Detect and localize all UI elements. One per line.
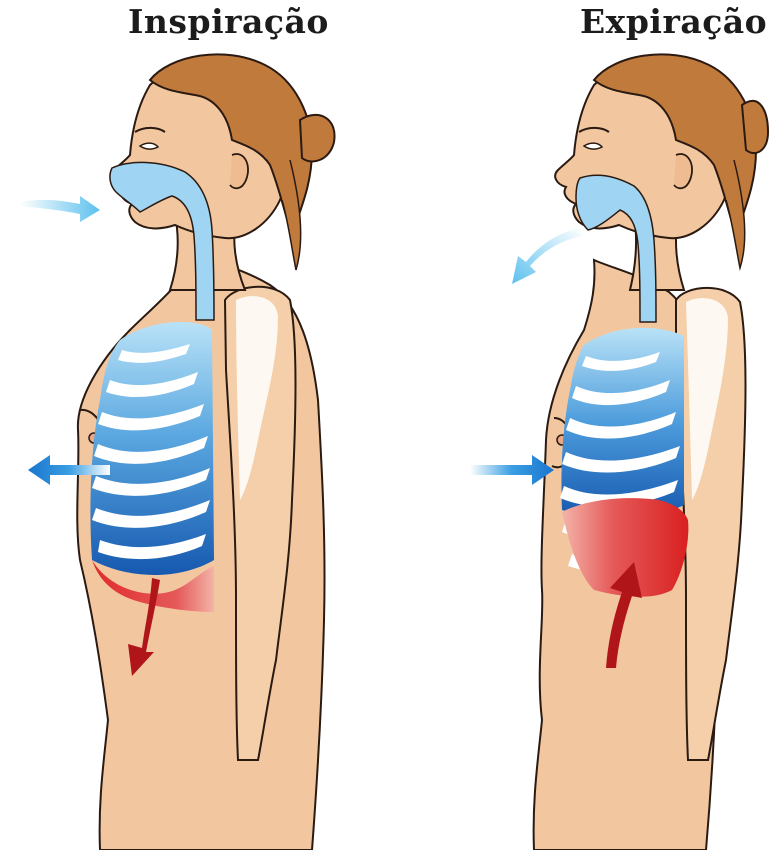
expiration-panel: Expiração (384, 0, 769, 850)
eye (584, 143, 602, 149)
hair-bun (742, 101, 768, 153)
eye (140, 143, 158, 149)
inspiration-panel: Inspiração (0, 0, 384, 850)
expiration-title: Expiração (580, 2, 767, 41)
ear (674, 154, 692, 188)
ear (230, 154, 248, 188)
inspiration-figure (0, 0, 385, 850)
hair-bun (300, 115, 335, 162)
arrow-in-icon (20, 196, 100, 222)
inspiration-title: Inspiração (128, 2, 329, 41)
airway (110, 162, 214, 320)
expiration-figure (384, 0, 769, 850)
arrow-right-icon (470, 455, 554, 485)
arrow-out-icon (512, 228, 582, 284)
